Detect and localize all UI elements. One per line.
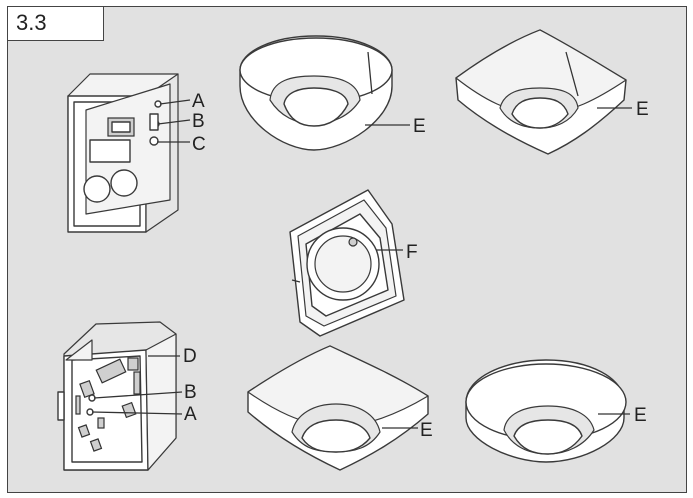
leader-b-top — [157, 119, 191, 125]
leader-a-bottom — [91, 411, 183, 415]
figure-number: 3.3 — [7, 6, 104, 41]
callout-d: D — [183, 346, 197, 367]
callout-e-3: E — [420, 420, 433, 441]
callout-e-4: E — [634, 405, 647, 426]
callout-f: F — [406, 242, 418, 263]
square-cover-top — [455, 29, 627, 155]
callout-b-top: B — [192, 111, 205, 132]
callout-e-1: E — [413, 116, 426, 137]
leader-a-top — [159, 99, 191, 105]
callout-a-bottom: A — [184, 404, 197, 425]
mounting-box — [67, 73, 179, 233]
callout-a-top: A — [192, 91, 205, 112]
round-cover-bottom — [465, 359, 627, 463]
round-cover-top — [239, 35, 393, 151]
callout-b-bottom: B — [184, 382, 197, 403]
callout-c: C — [192, 134, 206, 155]
flush-frame-sensor — [289, 189, 405, 337]
callout-e-2: E — [636, 99, 649, 120]
leader-b-bottom — [93, 391, 183, 399]
square-cover-bottom — [247, 345, 429, 471]
